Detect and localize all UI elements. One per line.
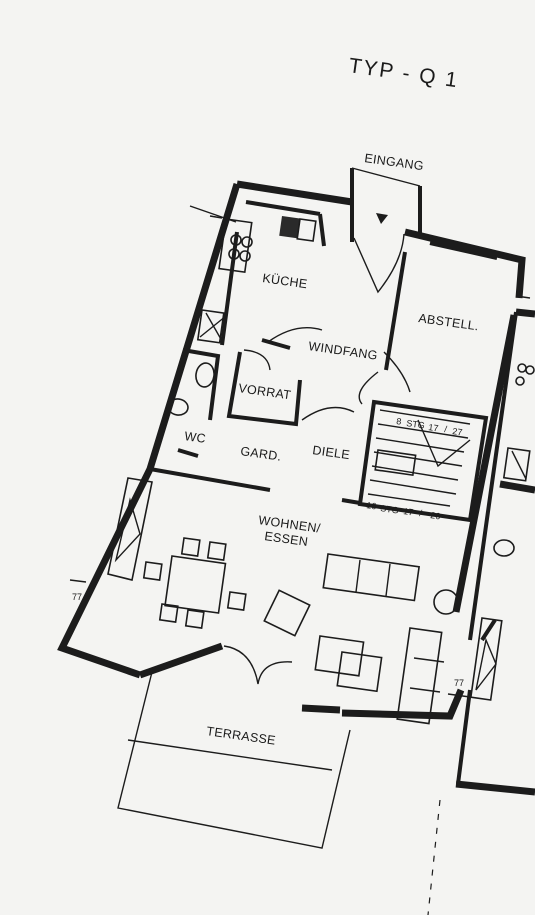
stair-upper-rise: 17	[428, 422, 439, 433]
sofa-right	[396, 627, 443, 725]
dining-chair	[142, 561, 163, 581]
outer-walls	[57, 180, 526, 720]
dining-chair	[158, 603, 179, 623]
pantry-door-swing	[243, 349, 271, 371]
coffee-table	[314, 635, 365, 677]
front-wall-lower	[138, 642, 224, 679]
section-arrow	[189, 205, 237, 223]
entrance-canopy	[351, 167, 421, 187]
wc-sink-icon	[167, 398, 189, 416]
terrace-outline	[117, 671, 351, 849]
stair-lower-run: 26	[430, 510, 441, 521]
stair-lower-unit: STG	[380, 503, 400, 515]
front-wall-upper	[301, 704, 341, 714]
type-label: TYP - Q 1	[347, 54, 460, 92]
room-label-dining: ESSEN	[264, 529, 309, 549]
storage-door-swing	[383, 351, 411, 393]
toilet-icon	[195, 362, 215, 388]
hall-door-swing	[301, 406, 355, 421]
entrance-walls	[350, 168, 422, 242]
stove-burner-icon	[228, 248, 240, 260]
storage-walls	[384, 241, 498, 371]
room-label-storage: ABSTELL.	[418, 311, 480, 333]
sideboard-detail	[114, 497, 141, 563]
stove-burner-icon	[241, 236, 253, 248]
dining-chair	[206, 541, 227, 561]
room-label-wc: WC	[184, 429, 207, 446]
dimension-mark: 77	[72, 592, 82, 602]
room-label-windfang: WINDFANG	[308, 339, 379, 363]
dimension-tick	[69, 215, 531, 698]
stair-upper-unit: STG	[406, 418, 426, 430]
stair-upper-count: 8	[396, 416, 402, 427]
windfang-door-swing	[267, 327, 379, 405]
terrace-door-swing	[223, 645, 293, 685]
stove-burner-icon	[239, 250, 251, 262]
room-label-hall: DIELE	[312, 443, 351, 462]
pantry-walls	[226, 351, 302, 427]
staircase	[357, 399, 489, 523]
sideboard	[107, 477, 153, 581]
stair-lower-sep: /	[419, 508, 423, 518]
room-label-entrance: EINGANG	[364, 151, 425, 173]
room-label-terrace: TERRASSE	[206, 724, 277, 748]
dining-table	[164, 555, 227, 614]
dining-chair	[180, 537, 201, 557]
coffee-table-lower	[336, 651, 383, 693]
dimension-mark: 77	[454, 678, 464, 688]
sofa-right-cushions	[409, 657, 445, 693]
kitchen-fridge-cross	[199, 312, 227, 342]
entrance-arrow-icon	[376, 213, 388, 224]
sofa-cushions	[355, 559, 391, 597]
stair-lower-rise: 17	[403, 506, 414, 517]
side-table	[433, 589, 459, 615]
sink-basin-icon	[296, 218, 317, 242]
stair-upper-run: 27	[452, 426, 463, 437]
dining-chair	[184, 609, 205, 629]
kitchen-fridge	[196, 309, 225, 344]
wc-walls	[177, 348, 221, 458]
neighbour-unit	[427, 308, 535, 915]
living-top-wall	[149, 467, 361, 505]
room-label-pantry: VORRAT	[238, 381, 292, 402]
stair-lower-count: 16	[366, 500, 377, 511]
armchair	[263, 589, 311, 637]
dining-chair	[226, 591, 247, 611]
terrace-edge	[127, 739, 333, 771]
stair-upper-sep: /	[444, 424, 448, 434]
kitchen-walls	[220, 200, 326, 350]
room-label-kitchen: KÜCHE	[262, 271, 309, 291]
room-label-wardrobe: GARD.	[240, 444, 283, 464]
sink-grid-icon	[279, 216, 300, 239]
sofa	[322, 553, 421, 602]
entrance-door-swing	[353, 233, 405, 294]
stove-burner-icon	[230, 234, 242, 246]
